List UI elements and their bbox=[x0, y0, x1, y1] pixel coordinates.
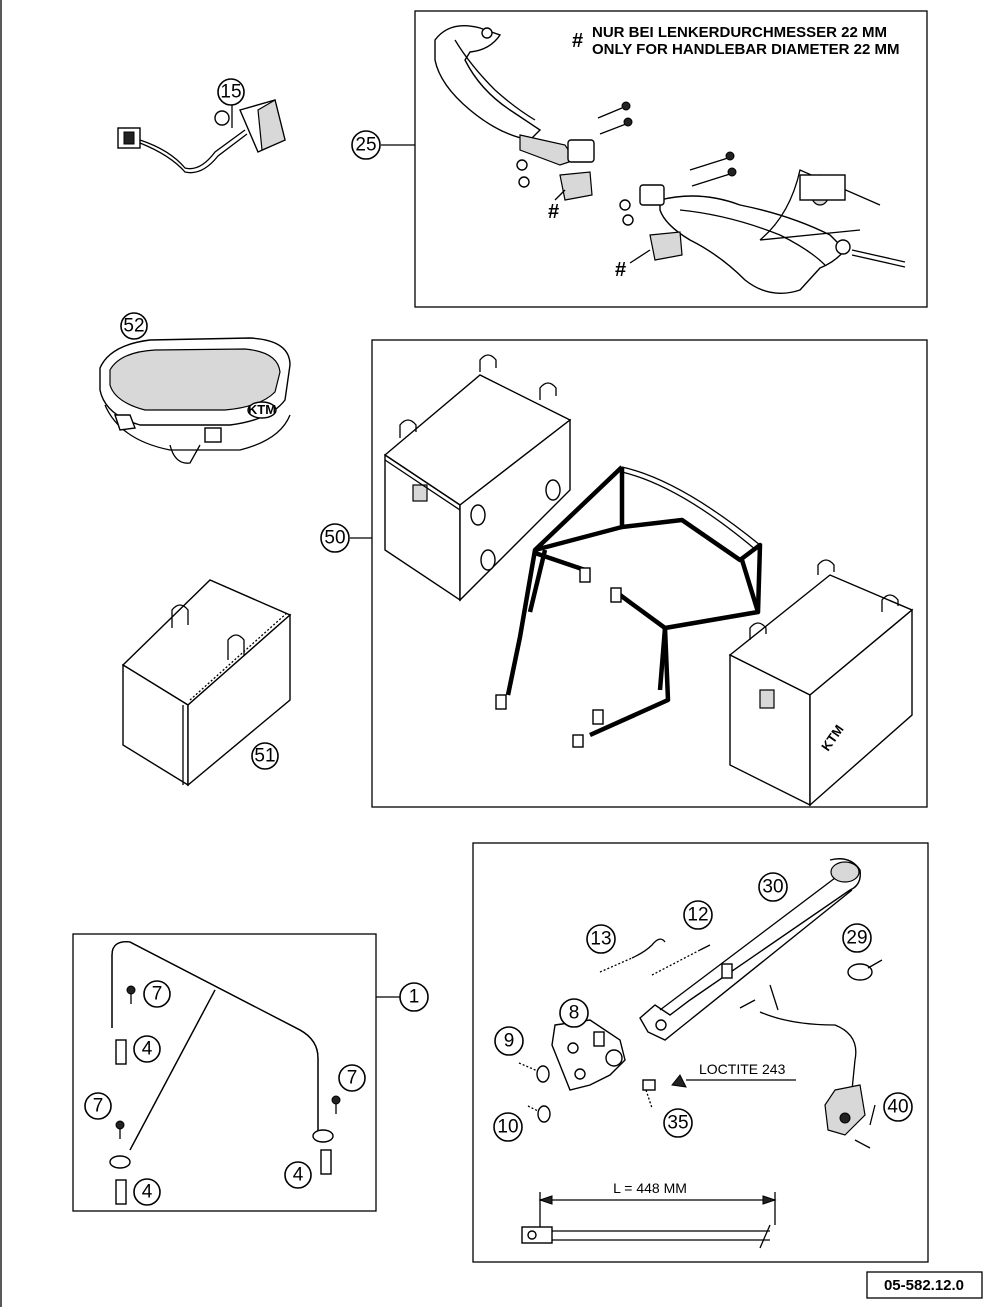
callout-4c-label: 4 bbox=[293, 1165, 304, 1186]
callout-12-label: 12 bbox=[687, 905, 708, 926]
callout-8: 8 bbox=[559, 998, 589, 1028]
ktm-logo-bag: KTM bbox=[248, 402, 276, 417]
callout-29: 29 bbox=[842, 923, 872, 953]
part-50-pannier-left bbox=[383, 354, 572, 602]
part-12-spring bbox=[651, 944, 711, 976]
callout-9-label: 9 bbox=[504, 1031, 515, 1052]
part-8-bracket bbox=[551, 1019, 626, 1091]
spacer-4-bottom bbox=[115, 1179, 127, 1205]
callout-10: 10 bbox=[493, 1112, 523, 1142]
callout-51: 51 bbox=[251, 742, 279, 770]
spacer-4-right bbox=[320, 1149, 332, 1175]
screw-7-top bbox=[126, 985, 136, 995]
callout-30: 30 bbox=[758, 872, 788, 902]
callout-13-label: 13 bbox=[590, 929, 611, 950]
callout-4-bottom: 4 bbox=[133, 1178, 161, 1206]
note-hash-symbol: # bbox=[572, 30, 583, 52]
callout-52-label: 52 bbox=[123, 316, 144, 337]
note-handlebar-de: NUR BEI LENKERDURCHMESSER 22 MM bbox=[592, 24, 887, 41]
callout-7b-label: 7 bbox=[93, 1096, 104, 1117]
part-52-seat-bag: KTM bbox=[99, 337, 291, 464]
part-40-switch bbox=[739, 984, 876, 1149]
part-1-rear-handle bbox=[109, 941, 341, 1205]
hash-mark-2: # bbox=[615, 259, 626, 281]
callout-12: 12 bbox=[683, 900, 713, 930]
hash-mark-1: # bbox=[548, 201, 559, 223]
callout-29-label: 29 bbox=[846, 928, 867, 949]
part-50-rack bbox=[495, 465, 763, 748]
callout-50-label: 50 bbox=[324, 528, 345, 549]
callout-4-top: 4 bbox=[133, 1035, 161, 1063]
drawing-ref-box bbox=[866, 1271, 983, 1299]
spacer-4-top bbox=[115, 1039, 127, 1065]
part-25-handguard-right bbox=[619, 151, 906, 294]
callout-1: 1 bbox=[399, 982, 429, 1012]
note-loctite: LOCTITE 243 bbox=[699, 1061, 786, 1077]
callout-10-label: 10 bbox=[497, 1117, 518, 1138]
part-10-bolt bbox=[527, 1105, 551, 1123]
callout-40-label: 40 bbox=[887, 1097, 908, 1118]
callout-4b-label: 4 bbox=[142, 1182, 153, 1203]
box-panniers bbox=[371, 339, 928, 808]
callout-30-label: 30 bbox=[762, 877, 783, 898]
callout-35: 35 bbox=[663, 1108, 693, 1138]
box-side-stand bbox=[472, 842, 929, 1263]
callout-4-right: 4 bbox=[284, 1161, 312, 1189]
callout-7-left: 7 bbox=[84, 1092, 112, 1120]
callout-35-label: 35 bbox=[667, 1113, 688, 1134]
screw-7-left bbox=[115, 1120, 125, 1130]
callout-25-label: 25 bbox=[355, 135, 376, 156]
part-30-side-stand bbox=[639, 858, 861, 1041]
part-35-bolt bbox=[642, 1074, 687, 1109]
callout-13: 13 bbox=[586, 924, 616, 954]
callout-25: 25 bbox=[351, 130, 381, 160]
callout-52: 52 bbox=[120, 312, 148, 340]
callout-15-label: 15 bbox=[220, 82, 241, 103]
part-9-bolt bbox=[518, 1062, 550, 1083]
callout-7c-label: 7 bbox=[347, 1068, 358, 1089]
part-13-spring bbox=[599, 938, 666, 973]
part-length-rod bbox=[521, 1192, 777, 1249]
drawing-ref-number: 05-582.12.0 bbox=[884, 1277, 964, 1294]
part-15-switch bbox=[117, 99, 286, 174]
part-25-handguard-left bbox=[434, 25, 633, 201]
callout-7-top: 7 bbox=[143, 980, 171, 1008]
callout-51-label: 51 bbox=[254, 746, 275, 767]
note-handlebar-en: ONLY FOR HANDLEBAR DIAMETER 22 MM bbox=[592, 41, 900, 58]
callout-9: 9 bbox=[494, 1026, 524, 1056]
callout-7a-label: 7 bbox=[152, 984, 163, 1005]
part-50-pannier-right: KTM bbox=[728, 559, 914, 807]
box-handguards bbox=[414, 10, 928, 308]
callout-8-label: 8 bbox=[569, 1003, 580, 1024]
screw-7-right bbox=[331, 1095, 341, 1105]
note-length: L = 448 MM bbox=[613, 1180, 687, 1196]
callout-4a-label: 4 bbox=[142, 1039, 153, 1060]
callout-50: 50 bbox=[320, 523, 350, 553]
callout-1-label: 1 bbox=[409, 987, 420, 1008]
callout-40: 40 bbox=[883, 1092, 913, 1122]
box-rear-handle bbox=[72, 933, 377, 1212]
callout-15: 15 bbox=[217, 78, 245, 106]
part-29-clamp bbox=[847, 959, 883, 981]
callout-7-right: 7 bbox=[338, 1064, 366, 1092]
part-51-top-box bbox=[121, 579, 292, 787]
